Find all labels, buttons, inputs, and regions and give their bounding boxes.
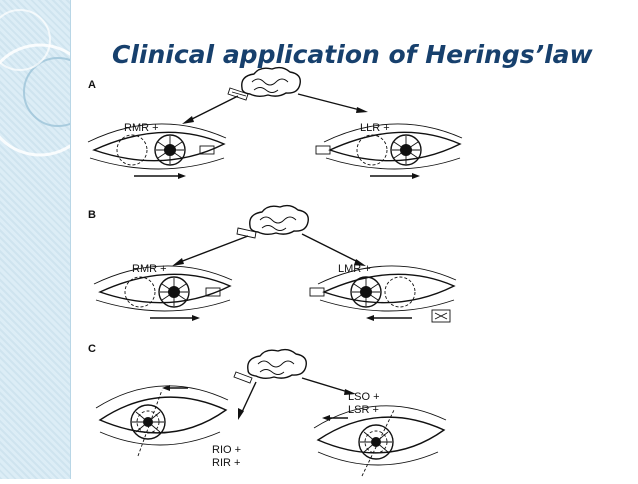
panel-c-arrows — [238, 377, 356, 420]
panel-c-left-label-line1: RIO + — [212, 444, 241, 456]
panel-c-brain-icon — [233, 348, 307, 384]
panel-b-brain-icon — [236, 204, 309, 239]
panel-c-right-eye-icon — [95, 385, 229, 457]
panel-b-right-eye-icon — [93, 265, 233, 321]
panel-c-right-label-line1: LSO + — [348, 391, 380, 403]
panel-a-brain-icon — [227, 66, 301, 101]
panel-b-letter: B — [88, 209, 96, 221]
decorative-sidebar — [0, 0, 97, 479]
panel-b-right-label: LMR + — [338, 263, 371, 275]
panel-c-left-eye-icon — [313, 405, 447, 477]
panel-b-arrows — [172, 233, 366, 266]
panel-c-letter: C — [88, 343, 96, 355]
slide-title: Clinical application of Herings’law — [112, 40, 593, 69]
herings-law-diagram: A RMR + LLR + B — [87, 66, 463, 477]
panel-c-left-label-line2: RIR + — [212, 457, 240, 469]
panel-a-left-label: RMR + — [124, 122, 159, 134]
panel-a-right-eye-icon — [87, 123, 227, 179]
panel-a-left-eye-icon — [315, 123, 463, 179]
panel-a-arrows — [182, 93, 368, 124]
panel-a-letter: A — [88, 79, 96, 91]
panel-b-left-eye-icon — [309, 265, 457, 323]
panel-c-right-label-line2: LSR + — [348, 404, 379, 416]
sidebar-circles-decoration — [0, 9, 97, 157]
